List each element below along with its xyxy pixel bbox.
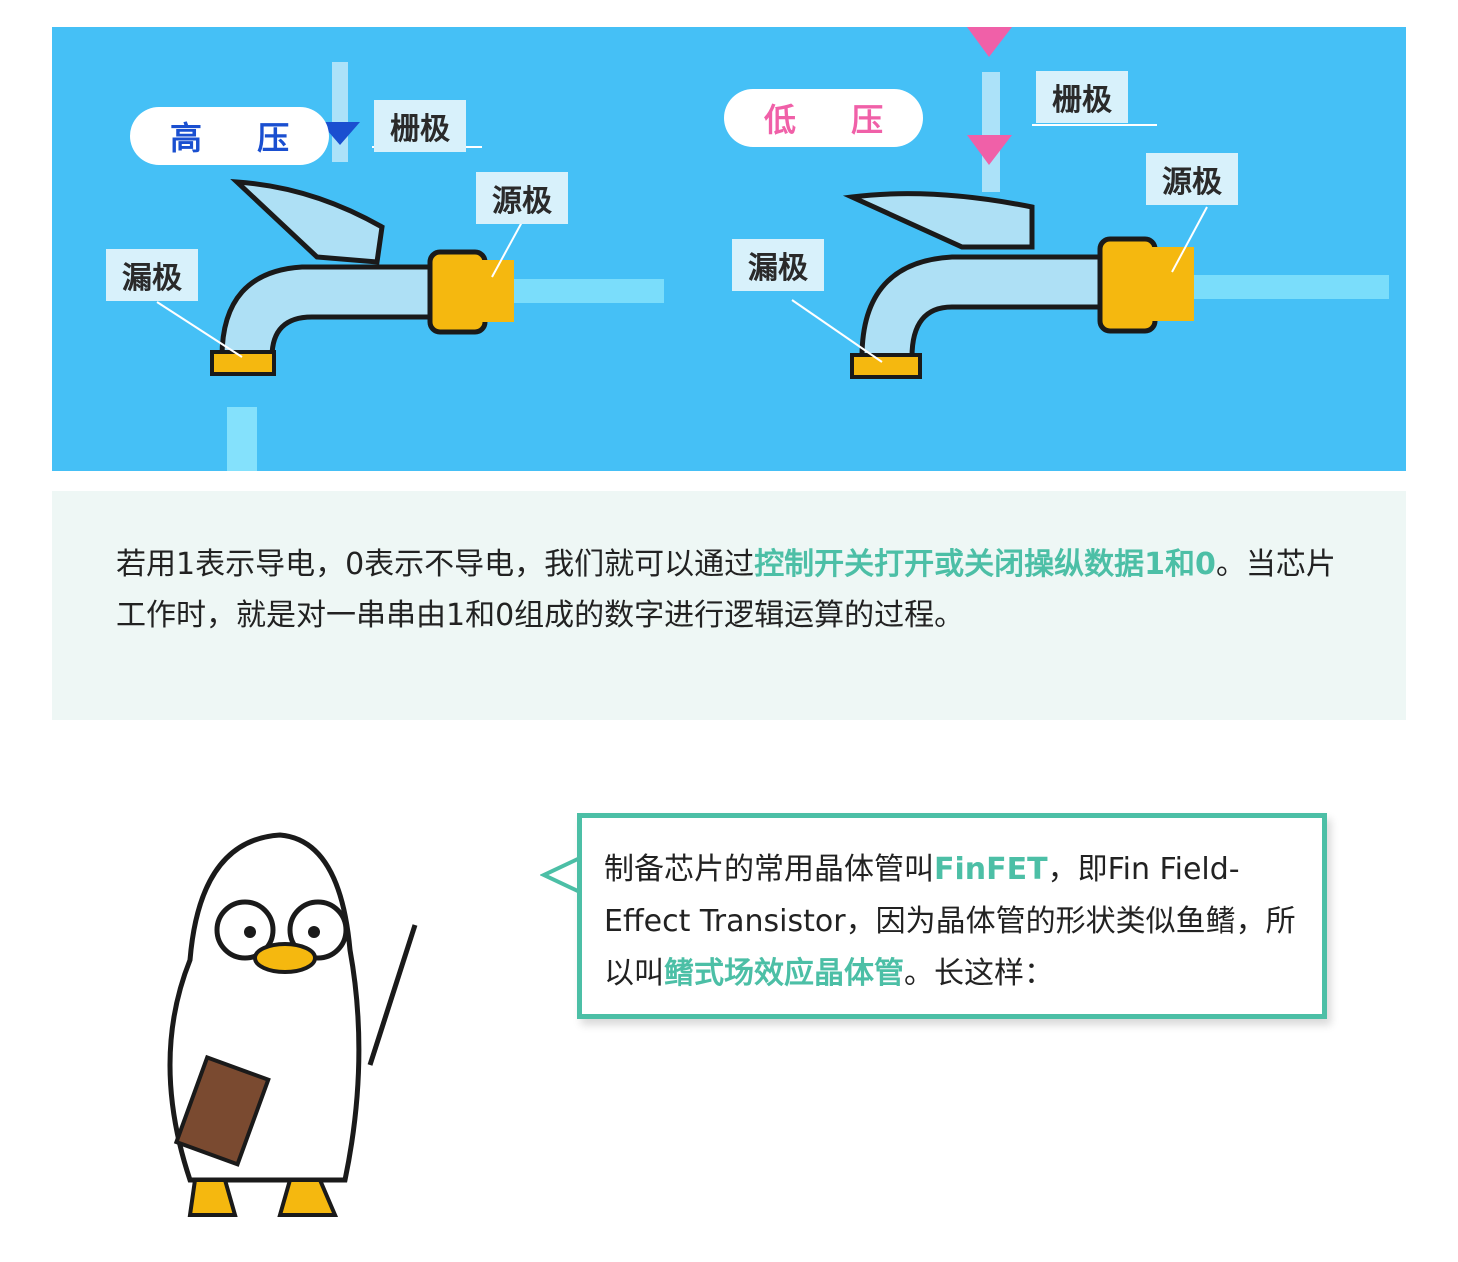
text: ，即Fin Field-Effect Transistor，因为晶体管的形状类似… — [604, 852, 1296, 991]
speech-bubble-tail — [540, 855, 583, 895]
highlight-text: FinFET — [934, 852, 1048, 887]
left-gate-label: 栅极 — [374, 100, 466, 152]
faucet-drawings — [156, 27, 1389, 471]
explanation-panel: 若用1表示导电，0表示不导电，我们就可以通过控制开关打开或关闭操纵数据1和0。当… — [52, 491, 1406, 720]
faucet-transistor-illustration: 高 压 低 压 栅极 源极 漏极 栅极 源极 漏极 — [52, 27, 1406, 471]
left-drain-label: 漏极 — [106, 249, 198, 301]
right-gate-label: 栅极 — [1036, 71, 1128, 123]
text: 。当芯片工作时，就是对一串串由1和0组成的数字进行逻辑运算的过程。 — [116, 547, 1336, 633]
text: 若用1表示导电，0表示不导电，我们就可以通过 — [116, 547, 755, 582]
left-faucet — [156, 62, 664, 471]
highlight-text: 控制开关打开或关闭操纵数据1和0 — [754, 547, 1216, 582]
left-source-label: 源极 — [476, 172, 568, 224]
speech-bubble: 制备芯片的常用晶体管叫FinFET，即Fin Field-Effect Tran… — [577, 813, 1327, 1019]
bubble-text: 制备芯片的常用晶体管叫FinFET，即Fin Field-Effect Tran… — [604, 844, 1304, 1000]
right-drain-label: 漏极 — [732, 239, 824, 291]
right-faucet — [791, 27, 1389, 379]
text: 。长这样： — [904, 956, 1054, 991]
highlight-text: 鳍式场效应晶体管 — [664, 956, 904, 991]
high-pressure-label: 高 压 — [130, 107, 330, 165]
text: 制备芯片的常用晶体管叫 — [604, 852, 934, 887]
right-source-label: 源极 — [1146, 153, 1238, 205]
low-pressure-label: 低 压 — [724, 89, 924, 147]
explanation-text: 若用1表示导电，0表示不导电，我们就可以通过控制开关打开或关闭操纵数据1和0。当… — [116, 539, 1356, 641]
duck-scientist-mascot — [167, 832, 418, 1217]
